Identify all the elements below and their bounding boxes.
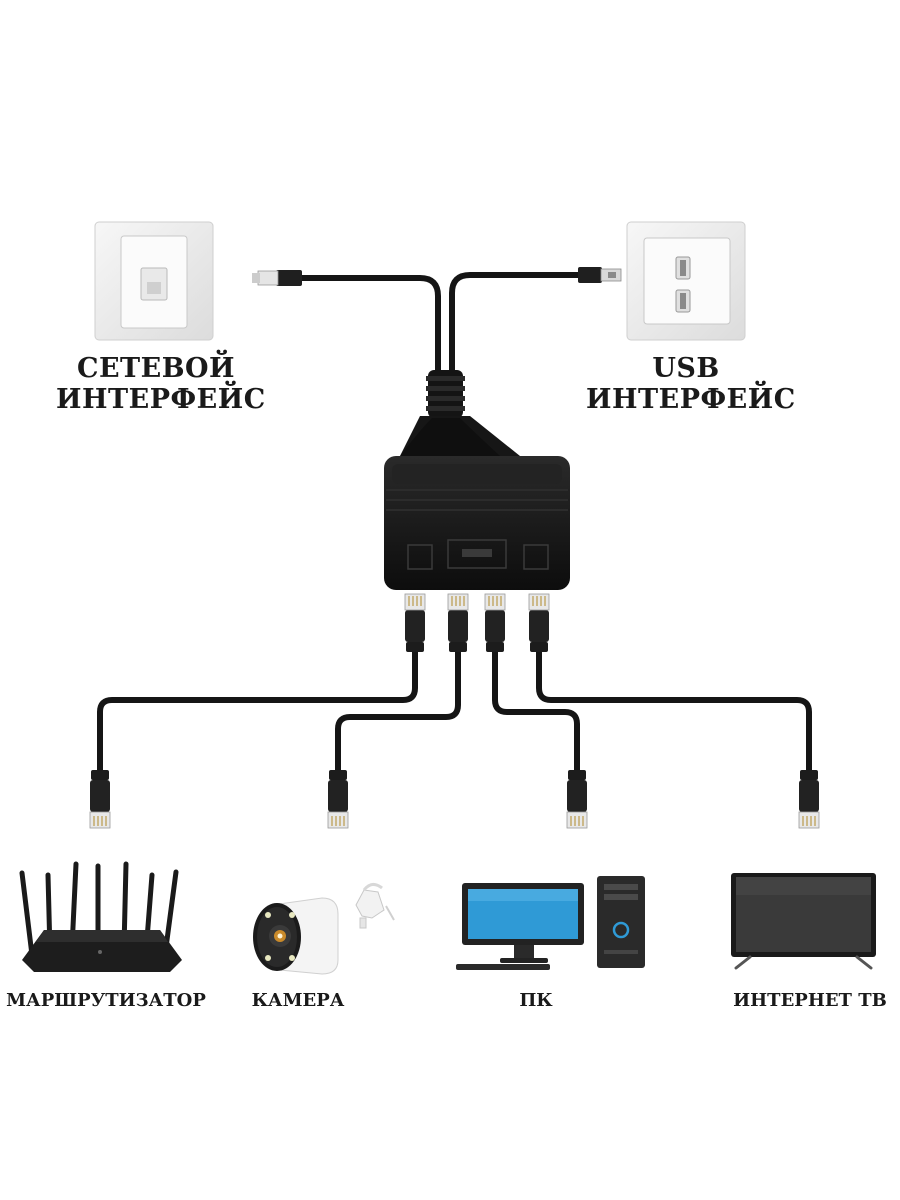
network-interface-label: СЕТЕВОЙ ИНТЕРФЕЙС (56, 353, 266, 415)
camera-label: КАМЕРА (251, 990, 345, 1011)
input-cables (297, 272, 585, 375)
cable-strain-relief (426, 370, 465, 418)
output-cables (97, 647, 812, 778)
pc-label: ПК (519, 990, 553, 1011)
router-label: МАРШРУТИЗАТОР (6, 990, 206, 1011)
internet-tv-label: ИНТЕРНЕТ ТВ (733, 990, 887, 1011)
usb-interface-line-2: ИНТЕРФЕЙС (586, 384, 796, 415)
ethernet-wall-socket-icon (94, 221, 214, 341)
splitter-output-connectors (404, 593, 550, 653)
network-splitter-box-icon (384, 416, 570, 590)
network-interface-line-1: СЕТЕВОЙ (76, 353, 236, 384)
security-camera-icon (253, 883, 395, 975)
usb-plug (578, 267, 622, 283)
usb-interface-line-1: USB (652, 353, 720, 384)
usb-interface-label: USB ИНТЕРФЕЙС (586, 353, 796, 415)
desktop-computer-icon (456, 876, 645, 970)
device-connectors (89, 769, 820, 829)
wifi-router-icon (19, 861, 182, 972)
usb-wall-socket-icon (626, 221, 746, 341)
ethernet-plug (252, 270, 302, 286)
television-icon (731, 873, 876, 970)
network-interface-line-2: ИНТЕРФЕЙС (56, 384, 266, 415)
